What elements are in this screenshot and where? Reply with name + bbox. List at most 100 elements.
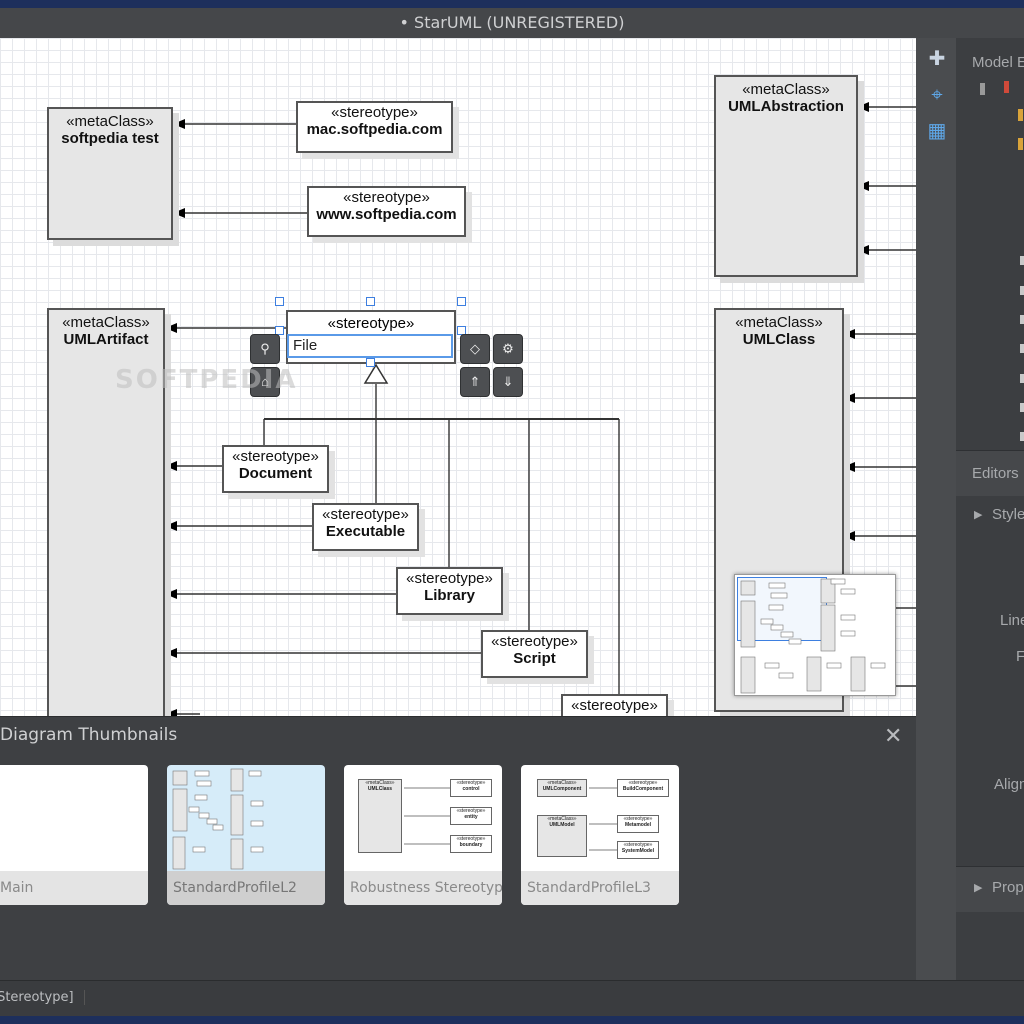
metaclass-softpedia-test[interactable]: «metaClass» softpedia test <box>47 107 173 240</box>
name-edit-field[interactable]: File <box>287 334 453 358</box>
preview-stereotype-label: «stereotype» <box>623 842 653 848</box>
status-bar: [Stereotype] <box>0 980 1024 1016</box>
resize-handle-bm[interactable] <box>366 358 375 367</box>
diagram-canvas[interactable]: «metaClass» softpedia test «metaClass» U… <box>0 38 916 716</box>
stereotype-label: «stereotype» <box>322 506 409 523</box>
fill-label: F <box>1016 648 1024 665</box>
add-sub-stereotype-icon[interactable]: ⇑ <box>460 367 490 397</box>
stereotype-mac-softpedia[interactable]: «stereotype» mac.softpedia.com <box>296 101 453 153</box>
stereotype-name: Library <box>424 587 475 604</box>
resize-handle-tm[interactable] <box>366 297 375 306</box>
stereotype-name: www.softpedia.com <box>316 206 457 223</box>
window-title: • StarUML (UNREGISTERED) <box>0 8 1024 38</box>
stereotype-label: «metaClass» <box>742 81 830 98</box>
preview-stereotype-boundary: «stereotype» boundary <box>450 835 492 853</box>
properties-expander-icon[interactable]: ▶ <box>974 882 983 894</box>
tree-expand-icon[interactable] <box>980 83 985 95</box>
preview-stereotype-systemmodel: «stereotype» SystemModel <box>617 841 659 859</box>
minimap-preview <box>740 578 886 694</box>
preview-stereotype-name: SystemModel <box>621 848 655 854</box>
stereotype-document[interactable]: «stereotype» Document <box>222 445 329 493</box>
puzzle-icon[interactable]: ✚ <box>928 48 946 70</box>
align-label: Align <box>994 776 1024 793</box>
model-explorer-title: Model E <box>972 54 1024 71</box>
settings-icon[interactable]: ⚙ <box>493 334 523 364</box>
tree-item-icon <box>1020 432 1024 441</box>
stereotype-partial[interactable]: «stereotype» <box>561 694 668 716</box>
preview-stereotype-buildcomponent: «stereotype» BuildComponent <box>617 779 669 797</box>
preview-metaclass: «metaClass» UMLClass <box>358 779 402 853</box>
tree-item-icon <box>1020 256 1024 265</box>
preview-stereotype-metamodel: «stereotype» Metamodel <box>617 815 659 833</box>
thumbnail-robustness-stereotypes[interactable]: «metaClass» UMLClass «stereotype» contro… <box>344 765 502 905</box>
right-panel: Model E Editors ▶ Style Line F Align ▶ P… <box>956 38 1024 980</box>
preview-stereotype-label: «stereotype» <box>456 780 486 786</box>
preview-stereotype-label: «stereotype» <box>456 836 486 842</box>
status-selection: [Stereotype] <box>0 990 85 1005</box>
thumbnail-standardprofilel2[interactable]: StandardProfileL2 <box>167 765 325 905</box>
preview-class-name: UMLModel <box>549 822 575 828</box>
preview-stereotype-label: «metaClass» <box>547 816 577 822</box>
preview-stereotype-entity: «stereotype» entity <box>450 807 492 825</box>
eraser-icon[interactable]: ◇ <box>460 334 490 364</box>
preview-stereotype-label: «metaClass» <box>547 780 577 786</box>
preview-metaclass-component: «metaClass» UMLComponent <box>537 779 587 797</box>
tree-item-icon <box>1020 344 1024 353</box>
preview-metaclass-model: «metaClass» UMLModel <box>537 815 587 857</box>
stereotype-name: mac.softpedia.com <box>306 121 443 138</box>
stereotype-label: «stereotype» <box>406 570 493 587</box>
preview-class-name: UMLClass <box>367 786 393 792</box>
stereotype-library[interactable]: «stereotype» Library <box>396 567 503 615</box>
preview-arrows <box>404 787 450 845</box>
diagram-minimap[interactable] <box>734 574 896 696</box>
metaclass-umlartifact[interactable]: «metaClass» UMLArtifact <box>47 308 165 716</box>
add-note-icon[interactable]: ⌂ <box>250 367 280 397</box>
stereotype-name: Document <box>238 465 313 482</box>
thumbnail-label: Main <box>0 871 148 905</box>
thumbnail-preview <box>172 768 264 870</box>
tree-item-icon <box>1020 374 1024 383</box>
preview-stereotype-name: boundary <box>459 842 483 848</box>
class-name: UMLArtifact <box>63 331 149 348</box>
properties-title[interactable]: Prop <box>992 879 1024 896</box>
stereotype-www-softpedia[interactable]: «stereotype» www.softpedia.com <box>307 186 466 237</box>
class-name: UMLAbstraction <box>728 98 844 115</box>
thumbnail-main[interactable]: Main <box>0 765 148 905</box>
editors-title: Editors <box>972 465 1019 482</box>
stereotype-label: «stereotype» <box>327 315 415 332</box>
preview-stereotype-name: BuildComponent <box>622 786 664 792</box>
preview-stereotype-label: «stereotype» <box>623 816 653 822</box>
tree-node-icon <box>1018 109 1023 121</box>
close-icon[interactable]: ✕ <box>884 723 903 748</box>
style-section-label[interactable]: Style <box>992 506 1024 523</box>
stereotype-label: «stereotype» <box>232 448 319 465</box>
style-expander-icon[interactable]: ▶ <box>974 509 983 521</box>
thumbnail-label: Robustness Stereotypes <box>344 871 502 905</box>
stereotype-label: «stereotype» <box>331 104 418 121</box>
metaclass-umlabstraction[interactable]: «metaClass» UMLAbstraction <box>714 75 858 277</box>
grid-layout-icon[interactable]: ▦ <box>927 120 947 142</box>
preview-stereotype-name: Metamodel <box>624 822 652 828</box>
resize-handle-ml[interactable] <box>275 326 284 335</box>
stereotype-label: «stereotype» <box>491 633 578 650</box>
preview-stereotype-name: control <box>462 786 480 792</box>
resize-handle-tl[interactable] <box>275 297 284 306</box>
preview-stereotype-label: «stereotype» <box>456 808 486 814</box>
top-accent-bar <box>0 0 1024 8</box>
tree-item-icon <box>1020 403 1024 412</box>
tool-strip: ✚ ⌖ ▦ <box>916 38 956 980</box>
stereotype-label: «stereotype» <box>343 189 430 206</box>
add-super-stereotype-icon[interactable]: ⇓ <box>493 367 523 397</box>
resize-handle-tr[interactable] <box>457 297 466 306</box>
crosshair-icon[interactable]: ⌖ <box>931 84 943 106</box>
stereotype-script[interactable]: «stereotype» Script <box>481 630 588 678</box>
editors-section: Editors <box>956 450 1024 496</box>
add-attribute-icon[interactable]: ⚲ <box>250 334 280 364</box>
stereotype-name: Script <box>513 650 556 667</box>
stereotype-executable[interactable]: «stereotype» Executable <box>312 503 419 551</box>
preview-stereotype-control: «stereotype» control <box>450 779 492 797</box>
thumbnail-standardprofilel3[interactable]: «metaClass» UMLComponent «metaClass» UML… <box>521 765 679 905</box>
bottom-accent-bar <box>0 1016 1024 1024</box>
thumbnail-label: StandardProfileL2 <box>167 871 325 905</box>
